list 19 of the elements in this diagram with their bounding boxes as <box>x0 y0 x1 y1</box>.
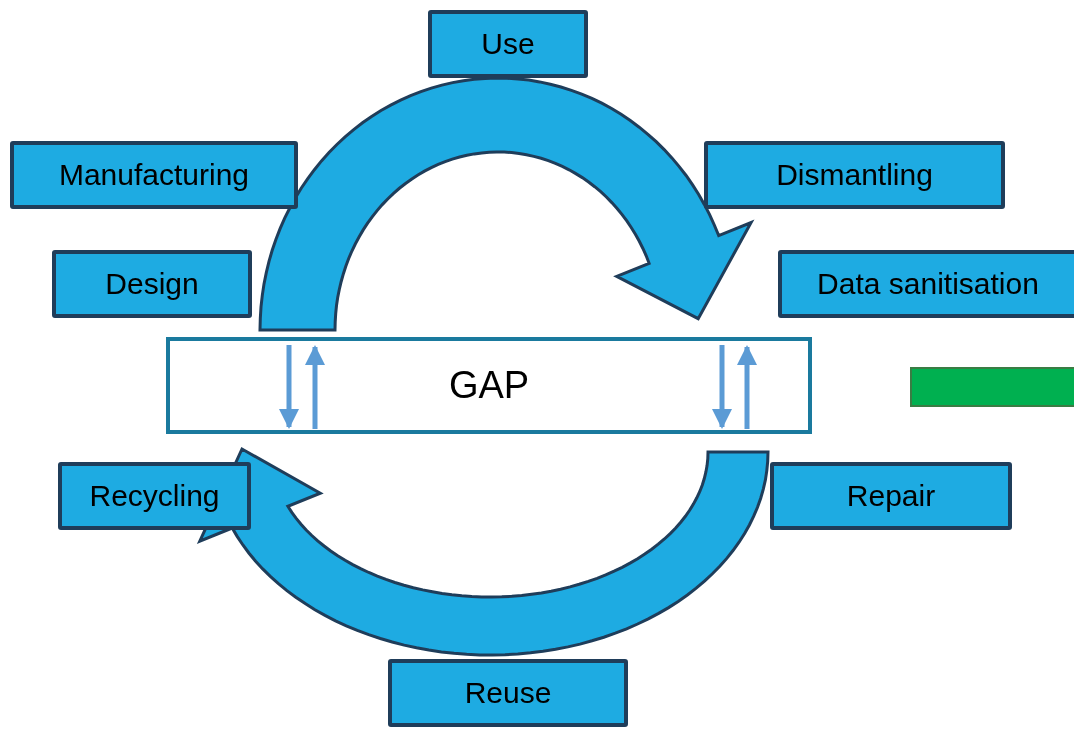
process-box <box>704 141 1005 209</box>
process-box <box>10 141 298 209</box>
process-box <box>58 462 251 530</box>
process-box <box>388 659 628 727</box>
process-box <box>778 250 1074 318</box>
box-label: Data sanitisation <box>817 267 1039 301</box>
box-label: GAP <box>448 364 530 407</box>
box-label: Design <box>105 267 199 301</box>
box-label: Recycling <box>89 479 220 513</box>
box-label: Use <box>481 27 535 61</box>
box-label: Reuse <box>464 676 552 710</box>
process-box <box>52 250 252 318</box>
bar <box>910 367 1074 407</box>
gap-box <box>166 337 812 434</box>
process-box <box>428 10 588 78</box>
box-label: Dismantling <box>776 158 933 192</box>
box-label: Manufacturing <box>58 158 250 192</box>
process-box <box>770 462 1012 530</box>
box-label: Repair <box>846 479 936 513</box>
